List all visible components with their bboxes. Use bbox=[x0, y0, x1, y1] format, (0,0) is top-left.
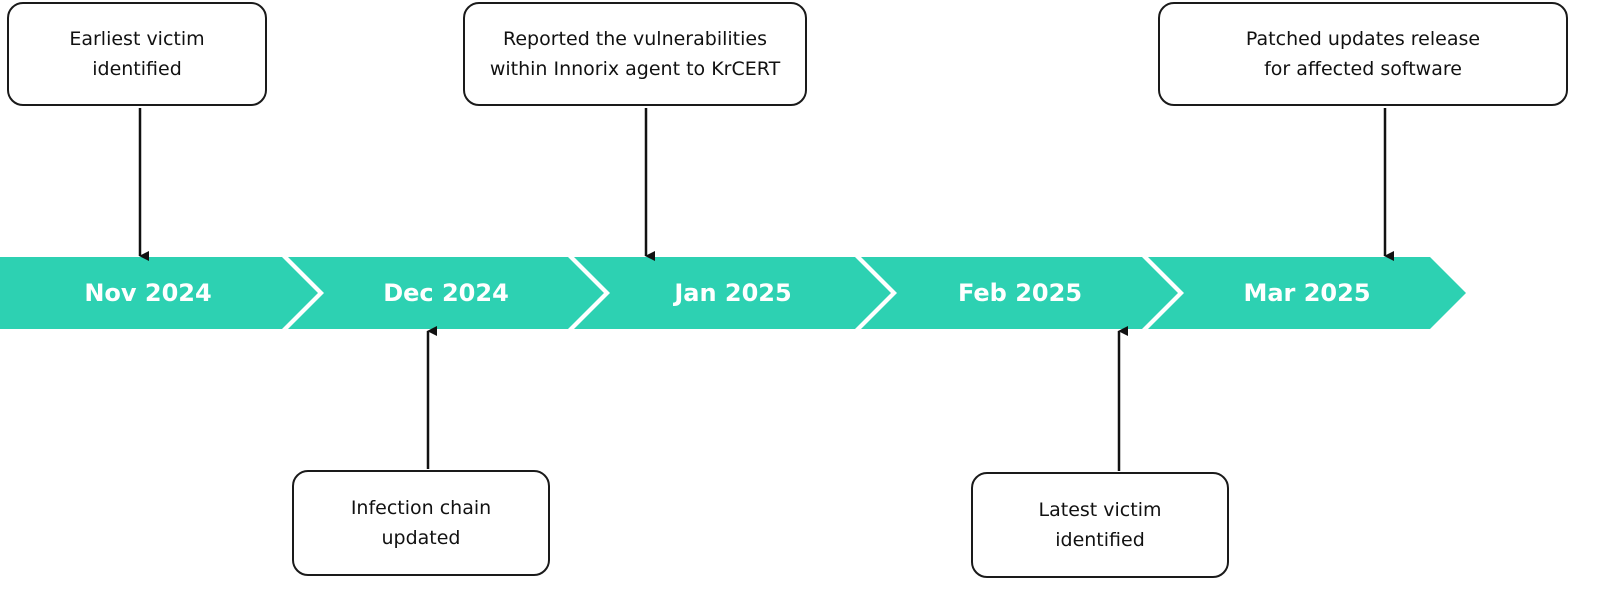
event-box-reported-vulnerabilities: Reported the vulnerabilities within Inno… bbox=[463, 2, 807, 106]
event-text-infection-chain: Infection chain updated bbox=[350, 497, 492, 549]
event-box-latest-victim: Latest victim identified bbox=[971, 472, 1229, 578]
period-label-dec-2024: Dec 2024 bbox=[383, 279, 509, 307]
period-label-feb-2025: Feb 2025 bbox=[958, 279, 1082, 307]
event-text-patched-updates: Patched updates release for affected sof… bbox=[1245, 28, 1481, 80]
segment-feb-2025 bbox=[861, 257, 1178, 329]
event-box-earliest-victim: Earliest victim identified bbox=[7, 2, 267, 106]
event-text-earliest-victim: Earliest victim identified bbox=[69, 28, 205, 80]
segment-mar-2025 bbox=[1148, 257, 1466, 329]
period-label-jan-2025: Jan 2025 bbox=[672, 279, 791, 307]
segment-dec-2024 bbox=[288, 257, 604, 329]
segment-nov-2024 bbox=[0, 257, 318, 329]
event-box-patched-updates: Patched updates release for affected sof… bbox=[1158, 2, 1568, 106]
period-label-mar-2025: Mar 2025 bbox=[1243, 279, 1370, 307]
event-text-latest-victim: Latest victim identified bbox=[1038, 499, 1162, 551]
event-box-infection-chain: Infection chain updated bbox=[292, 470, 550, 576]
timeline-band bbox=[0, 257, 1466, 329]
period-label-nov-2024: Nov 2024 bbox=[84, 279, 211, 307]
segment-jan-2025 bbox=[574, 257, 891, 329]
event-text-reported-vulnerabilities: Reported the vulnerabilities within Inno… bbox=[489, 28, 781, 80]
